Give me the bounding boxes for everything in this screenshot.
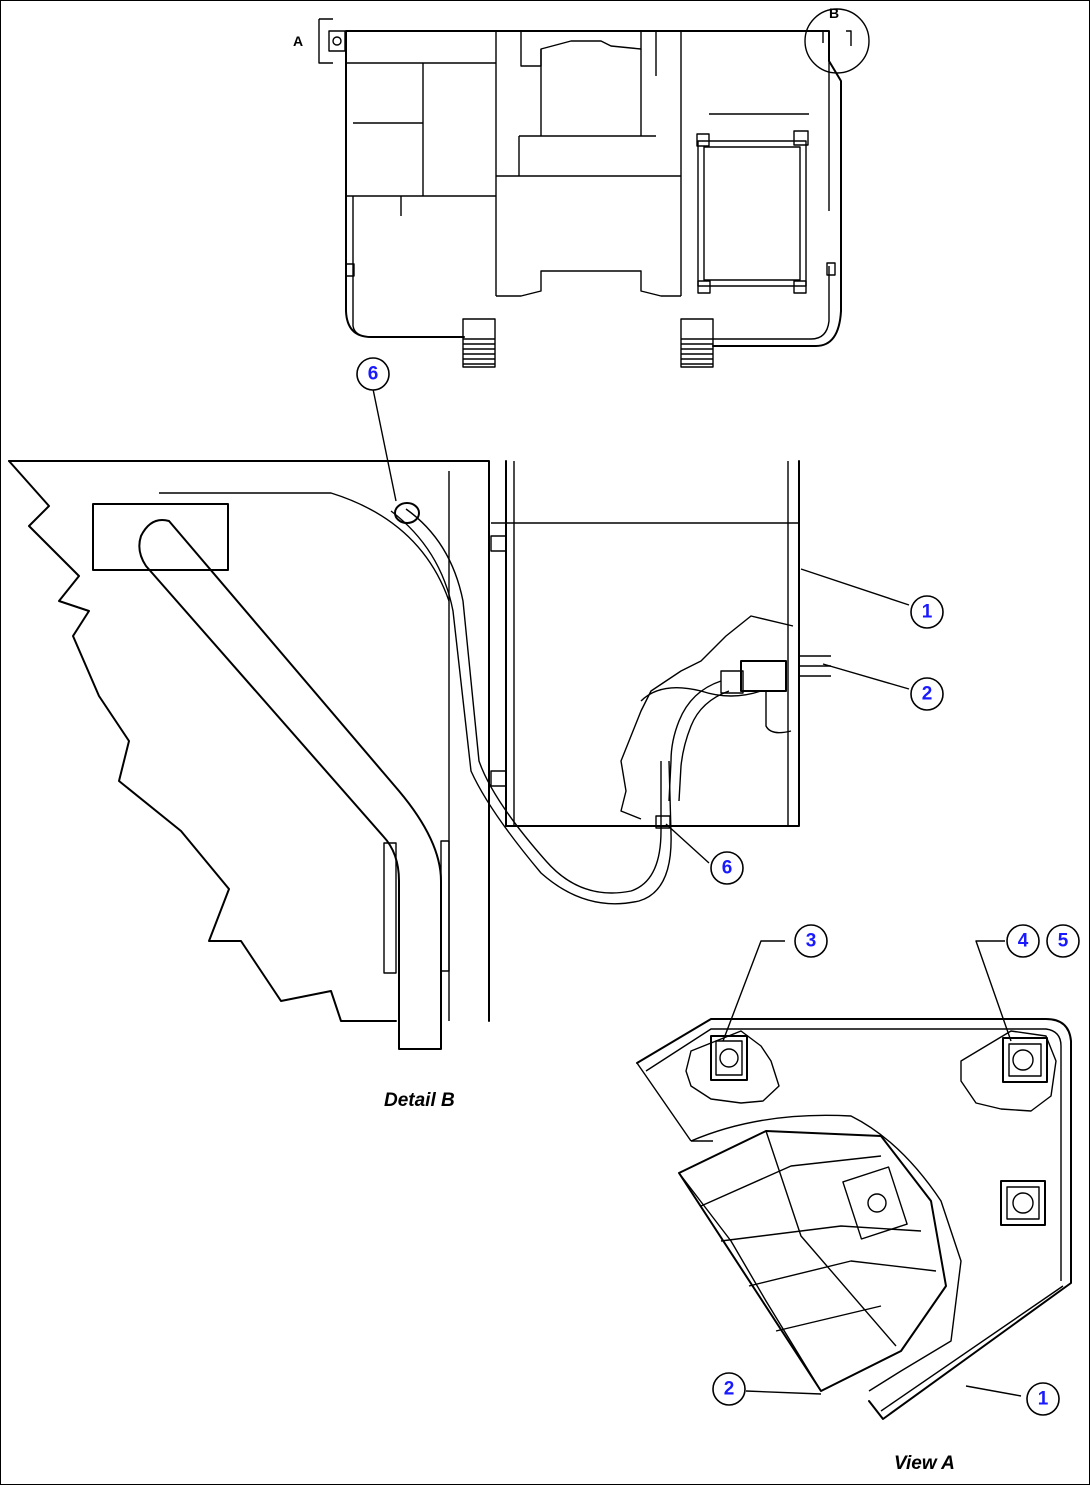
view-a-marker-label: A <box>293 33 303 49</box>
callout-2-detail-b: 2 <box>910 677 944 711</box>
callout-6-top: 6 <box>356 357 390 391</box>
callout-1-detail-b-label: 1 <box>922 602 933 623</box>
callout-3-view-a: 3 <box>794 924 828 958</box>
overview-drawing <box>318 8 870 368</box>
callout-3-view-a-label: 3 <box>806 931 817 952</box>
view-a-drawing <box>636 940 1072 1420</box>
callout-4-view-a: 4 <box>1006 924 1040 958</box>
callout-5-view-a: 5 <box>1046 924 1080 958</box>
callout-6-bottom-label: 6 <box>722 858 733 879</box>
callout-1-view-a-label: 1 <box>1038 1389 1049 1410</box>
detail-b-marker-label: B <box>829 5 839 21</box>
callout-4-view-a-label: 4 <box>1018 931 1029 952</box>
callout-5-view-a-label: 5 <box>1058 931 1069 952</box>
callout-1-detail-b: 1 <box>910 595 944 629</box>
detail-b-caption: Detail B <box>384 1090 455 1111</box>
callout-2-view-a-label: 2 <box>724 1379 735 1400</box>
detail-b-drawing <box>8 388 910 1050</box>
callout-1-view-a: 1 <box>1026 1382 1060 1416</box>
view-a-caption: View A <box>894 1453 955 1474</box>
callout-6-bottom: 6 <box>710 851 744 885</box>
callout-6-top-label: 6 <box>368 364 379 385</box>
callout-2-detail-b-label: 2 <box>922 684 933 705</box>
callout-2-view-a: 2 <box>712 1372 746 1406</box>
